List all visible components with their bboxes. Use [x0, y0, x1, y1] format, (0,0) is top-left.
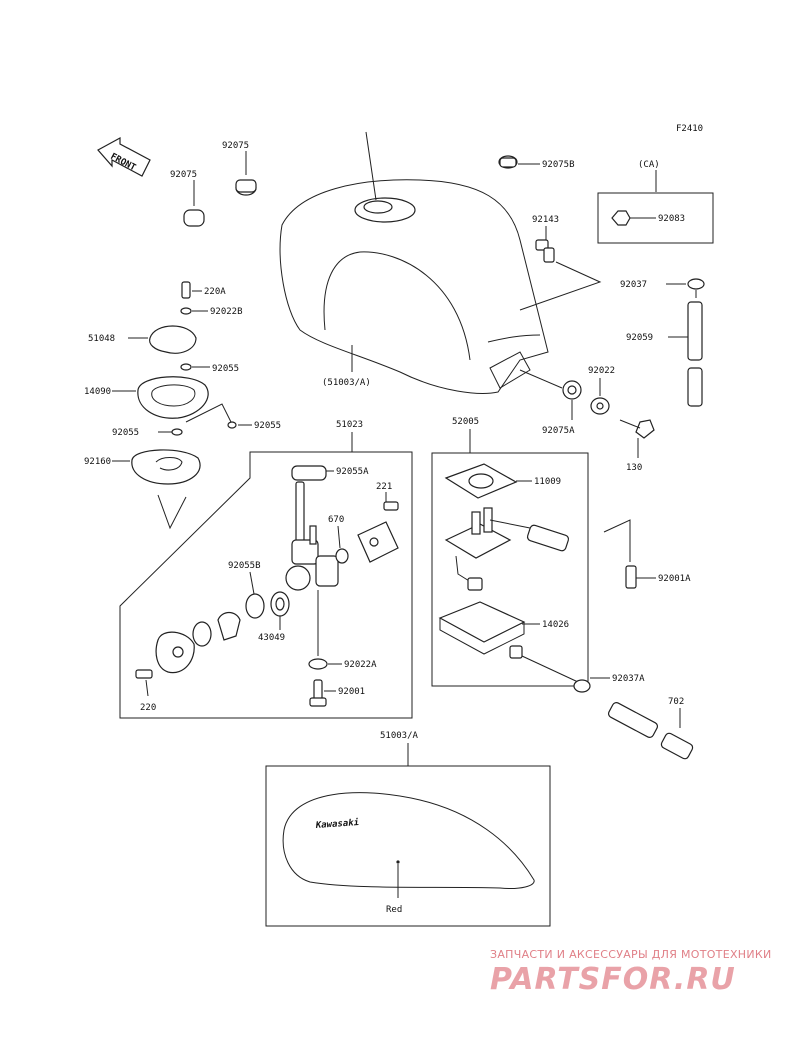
washer-92022	[590, 397, 610, 415]
label-52005: 52005	[452, 417, 479, 427]
label-92001: 92001	[338, 687, 365, 697]
label-220a: 220A	[204, 287, 226, 297]
label-92143: 92143	[532, 215, 559, 225]
washer-92022a	[308, 658, 328, 670]
cock-seal	[192, 621, 212, 647]
ca-label: (CA)	[638, 160, 660, 170]
label-51023: 51023	[336, 420, 363, 430]
label-92001a: 92001A	[658, 574, 691, 584]
label-92083: 92083	[658, 214, 685, 224]
bolt-92001a	[625, 565, 637, 589]
label-14090: 14090	[84, 387, 111, 397]
clip-92037a	[573, 679, 591, 693]
label-221: 221	[376, 482, 392, 492]
hose-702	[607, 702, 694, 760]
label-92075b-upper: 92075B	[542, 160, 575, 170]
cap-92075-top	[235, 179, 257, 196]
label-92075-b: 92075	[170, 170, 197, 180]
gasket-92055a	[291, 465, 327, 481]
label-92055-a: 92055	[212, 364, 239, 374]
gasket-14090	[137, 376, 209, 419]
oring-92055-a	[180, 363, 192, 371]
label-51048: 51048	[88, 334, 115, 344]
oring-670	[335, 548, 349, 564]
label-92160: 92160	[84, 457, 111, 467]
label-14026: 14026	[542, 620, 569, 630]
label-92055-c: 92055	[254, 421, 281, 431]
cock-lever	[217, 611, 241, 641]
label-92037a: 92037A	[612, 674, 645, 684]
bolt-220a	[181, 281, 191, 299]
lever-cover	[357, 521, 399, 563]
screw-221	[383, 501, 399, 511]
label-92055-b: 92055	[112, 428, 139, 438]
label-92059: 92059	[626, 333, 653, 343]
oring-92055b	[245, 593, 265, 619]
cock-plate	[155, 631, 195, 674]
label-51003a: (51003/A)	[322, 378, 371, 388]
screw-220	[135, 669, 153, 679]
watermark-logo: PARTSFOR.RU	[490, 962, 736, 997]
bolt-92143	[535, 239, 555, 263]
washer-92022b	[180, 307, 192, 315]
gasket-11009	[444, 463, 518, 499]
tank-decal: Kawasaki	[282, 792, 535, 889]
label-92022: 92022	[588, 366, 615, 376]
label-92037: 92037	[620, 280, 647, 290]
sensor-unit	[444, 507, 570, 591]
label-670: 670	[328, 515, 344, 525]
label-43049: 43049	[258, 633, 285, 643]
label-92075-a: 92075	[222, 141, 249, 151]
label-92055a: 92055A	[336, 467, 369, 477]
fuel-tank	[279, 179, 549, 394]
grommet-92075a	[562, 380, 582, 400]
label-92055b: 92055B	[228, 561, 261, 571]
decal-box	[265, 765, 551, 927]
label-702: 702	[668, 697, 684, 707]
fuel-cock-body	[285, 481, 339, 591]
oring-92055-c	[227, 421, 237, 429]
bolt-130	[619, 419, 655, 439]
color-note: Red	[386, 905, 402, 915]
fuel-cock-box	[119, 451, 413, 719]
label-130: 130	[626, 463, 642, 473]
nut-92083	[611, 210, 631, 226]
ca-box	[597, 192, 714, 244]
watermark-tagline: ЗАПЧАСТИ И АКСЕССУАРЫ ДЛЯ МОТОТЕХНИКИ	[490, 948, 772, 961]
label-92022a: 92022A	[344, 660, 377, 670]
label-92075a-lower: 92075A	[542, 426, 575, 436]
label-92022b: 92022B	[210, 307, 243, 317]
cap-cover-51048	[149, 325, 197, 354]
cap-92075-left	[183, 209, 205, 227]
figure-code: F2410	[676, 124, 703, 134]
gasket-92160	[131, 449, 201, 485]
washer-43049	[270, 591, 290, 617]
bolt-92001	[309, 679, 327, 707]
front-arrow-icon: FRONT	[97, 136, 151, 177]
brand-logo-text: Kawasaki	[314, 817, 359, 831]
label-51003a-box: 51003/A	[380, 731, 419, 741]
cap-92075b	[498, 155, 518, 169]
label-220: 220	[140, 703, 156, 713]
oring-92055-b	[171, 428, 183, 436]
label-11009: 11009	[534, 477, 561, 487]
hose-92059	[687, 301, 703, 407]
clip-92037	[687, 278, 705, 290]
sensor-box	[431, 452, 589, 687]
housing-14026	[438, 601, 526, 659]
